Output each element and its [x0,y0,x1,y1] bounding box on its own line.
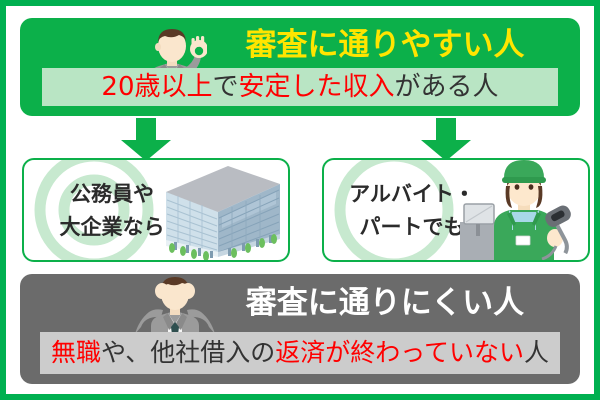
bottom-subtitle-segment-3: 返済が終わっていない [275,338,525,367]
office-building-icon [156,160,286,260]
approval-easy-title: 審査に通りやすい人 [245,27,525,63]
down-arrow-icon-right [419,118,473,162]
approval-hard-subtitle-bar: 無職や、他社借入の返済が終わっていない人 [40,332,560,374]
approval-hard-title: 審査に通りにくい人 [245,285,525,321]
card-public-servant-large-company: 公務員や 大企業なら [22,158,290,262]
store-clerk-icon [456,160,586,260]
card-left-label: 公務員や 大企業なら [42,178,182,244]
subtitle-segment-1: 20歳以上 [101,72,213,102]
card-right-label-line2: パートでも [359,215,465,239]
subtitle-segment-3: 安定した収入 [238,72,395,102]
card-left-label-line2: 大企業なら [59,215,165,239]
bottom-subtitle-segment-4: 人 [524,338,550,367]
approval-easy-subtitle-bar: 20歳以上で安定した収入がある人 [42,68,558,106]
subtitle-segment-4: がある人 [394,72,499,102]
approval-easy-subtitle: 20歳以上で安定した収入がある人 [42,68,558,106]
bottom-subtitle-segment-1: 無職 [50,338,101,367]
card-left-label-line1: 公務員や [70,182,154,206]
approval-hard-subtitle: 無職や、他社借入の返済が終わっていない人 [40,332,560,374]
bottom-subtitle-segment-2: や、他社借入の [100,338,276,367]
subtitle-segment-2: で [212,72,239,102]
down-arrow-icon-left [119,118,173,162]
card-right-label-line1: アルバイト・ [349,182,475,206]
approval-hard-banner: 審査に通りにくい人 無職や、他社借入の返済が終わっていない人 [20,274,580,384]
card-right-label: アルバイト・ パートでも [342,178,482,244]
approval-easy-banner: 審査に通りやすい人 20歳以上で安定した収入がある人 [20,18,580,116]
card-part-time-worker: アルバイト・ パートでも [322,158,590,262]
